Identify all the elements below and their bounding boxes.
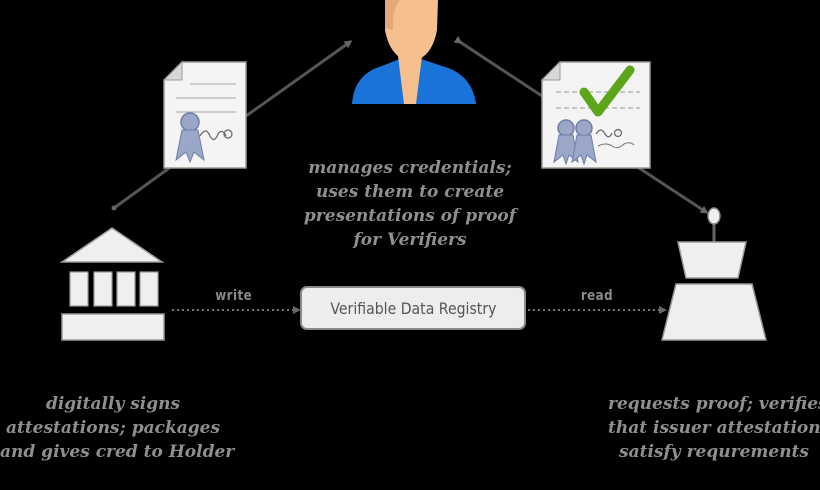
arrow-issuer-to-credential	[111, 164, 173, 211]
verifier-caption-line: satisfy requrements	[619, 442, 809, 462]
issuer-caption: digitally signs attestations; packages a…	[0, 392, 235, 464]
signed-credential-document-icon	[162, 60, 247, 169]
issuer-caption-line: and gives cred to Holder	[0, 442, 235, 462]
verifier-caption-line: that issuer attestations	[608, 418, 820, 438]
verifier-caption-line: requests proof; verifies	[608, 394, 820, 414]
holder-caption: manages credentials; uses them to create…	[290, 156, 530, 252]
arrow-credential-to-holder	[245, 40, 353, 118]
checkmark-icon	[579, 65, 635, 117]
read-edge-label: read	[580, 288, 614, 304]
bank-building-icon	[59, 227, 165, 341]
verified-presentation-document-icon	[540, 60, 651, 169]
person-avatar-icon	[352, 0, 476, 104]
holder-caption-line: manages credentials;	[308, 158, 512, 178]
holder-caption-line: uses them to create	[315, 182, 505, 202]
arrow-holder-to-presentation	[453, 35, 543, 98]
arrow-presentation-to-verifier	[635, 164, 709, 214]
verifier-caption: requests proof; verifies that issuer att…	[608, 392, 820, 464]
holder-caption-line: for Verifiers	[353, 230, 467, 250]
registry-label: Verifiable Data Registry	[329, 298, 497, 318]
issuer-caption-line: attestations; packages	[5, 418, 221, 438]
verifiable-data-registry-box: Verifiable Data Registry	[300, 286, 526, 330]
write-edge-label: write	[215, 288, 253, 304]
holder-caption-line: presentations of proof	[303, 206, 517, 226]
verifier-podium-icon	[661, 207, 767, 341]
issuer-caption-line: digitally signs	[45, 394, 181, 414]
